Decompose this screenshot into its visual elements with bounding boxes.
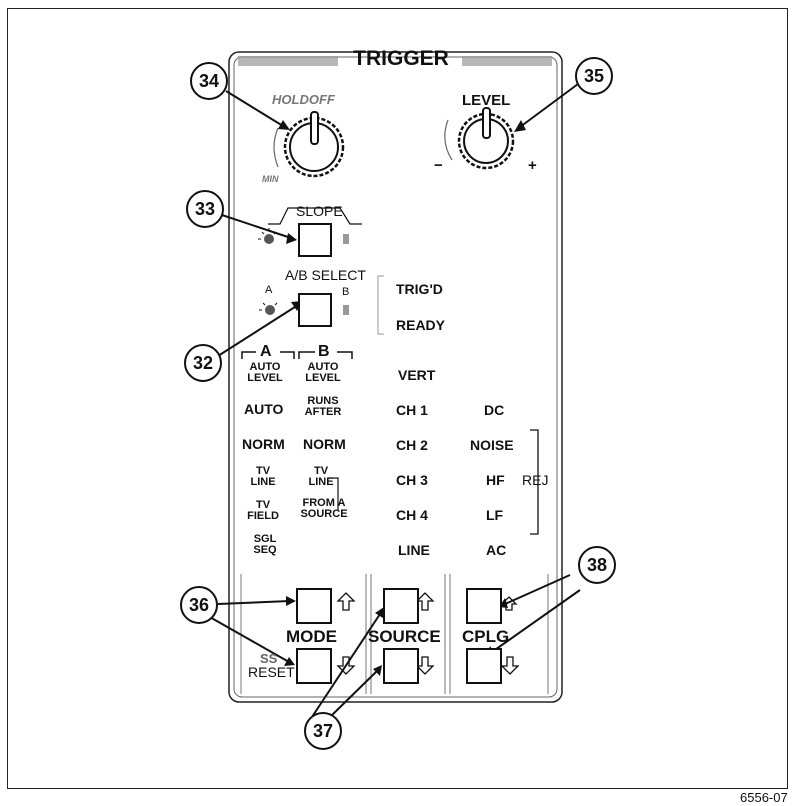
source-up-button[interactable] <box>383 588 419 624</box>
trigd-indicator: TRIG'D <box>396 281 443 297</box>
callout-33: 33 <box>186 190 224 228</box>
mode-b-item: AUTO LEVEL <box>305 361 341 384</box>
slope-led-icon <box>258 228 277 244</box>
mode-a-item: SGL SEQ <box>253 533 277 556</box>
level-plus: + <box>528 157 537 174</box>
source-item: CH 4 <box>396 507 428 523</box>
mode-b-item: TV LINE <box>308 465 334 488</box>
reset-prefix: SS <box>260 651 278 666</box>
coupling-item: NOISE <box>470 437 514 453</box>
ab-select-label: A/B SELECT <box>285 267 366 283</box>
mode-up-button[interactable] <box>296 588 332 624</box>
rej-label: REJ <box>522 472 549 488</box>
level-label: LEVEL <box>462 92 511 109</box>
figure-frame <box>7 8 788 789</box>
coupling-item: LF <box>486 507 504 523</box>
slope-led-off-icon <box>343 234 349 244</box>
ab-led-a-icon <box>259 302 278 315</box>
slope-label: SLOPE <box>296 203 343 219</box>
slope-button[interactable] <box>298 223 332 257</box>
callout-32: 32 <box>184 344 222 382</box>
mode-a-item: TV FIELD <box>247 499 279 522</box>
callout-36: 36 <box>180 586 218 624</box>
reset-label: RESET <box>248 664 295 680</box>
holdoff-knob[interactable] <box>283 111 345 178</box>
mode-down-button[interactable] <box>296 648 332 684</box>
source-item: LINE <box>398 542 430 558</box>
coupling-item: DC <box>484 402 505 418</box>
ab-a-label: A <box>265 284 273 296</box>
mode-a-item: NORM <box>242 436 285 452</box>
holdoff-label: HOLDOFF <box>272 92 335 107</box>
mode-b-item: FROM A SOURCE <box>300 497 348 520</box>
cplg-label: CPLG <box>462 627 510 646</box>
source-item: CH 1 <box>396 402 428 418</box>
level-minus: − <box>434 157 443 174</box>
holdoff-min-label: MIN <box>262 174 279 184</box>
mode-label: MODE <box>286 627 337 646</box>
ready-indicator: READY <box>396 317 446 333</box>
cplg-up-button[interactable] <box>466 588 502 624</box>
source-down-button[interactable] <box>383 648 419 684</box>
ab-led-b-icon <box>343 305 349 315</box>
coupling-item: AC <box>486 542 507 558</box>
mode-a-item: TV LINE <box>250 465 276 488</box>
callout-38: 38 <box>578 546 616 584</box>
source-label: SOURCE <box>368 627 441 646</box>
level-knob[interactable] <box>457 107 515 170</box>
source-item: CH 2 <box>396 437 428 453</box>
coupling-item: HF <box>486 472 505 488</box>
mode-b-header: B <box>318 343 330 360</box>
source-item: CH 3 <box>396 472 428 488</box>
callout-34: 34 <box>190 62 228 100</box>
callout-35: 35 <box>575 57 613 95</box>
ab-b-label: B <box>342 286 350 298</box>
figure-number: 6556-07 <box>740 790 788 805</box>
mode-b-item: NORM <box>303 436 346 452</box>
panel-title: TRIGGER <box>353 47 449 70</box>
cplg-down-button[interactable] <box>466 648 502 684</box>
ab-select-button[interactable] <box>298 293 332 327</box>
source-item: VERT <box>398 367 436 383</box>
callout-37: 37 <box>304 712 342 750</box>
mode-b-item: RUNS AFTER <box>304 395 342 418</box>
mode-a-header: A <box>260 343 272 360</box>
mode-a-item: AUTO LEVEL <box>247 361 283 384</box>
mode-a-item: AUTO <box>244 401 284 417</box>
